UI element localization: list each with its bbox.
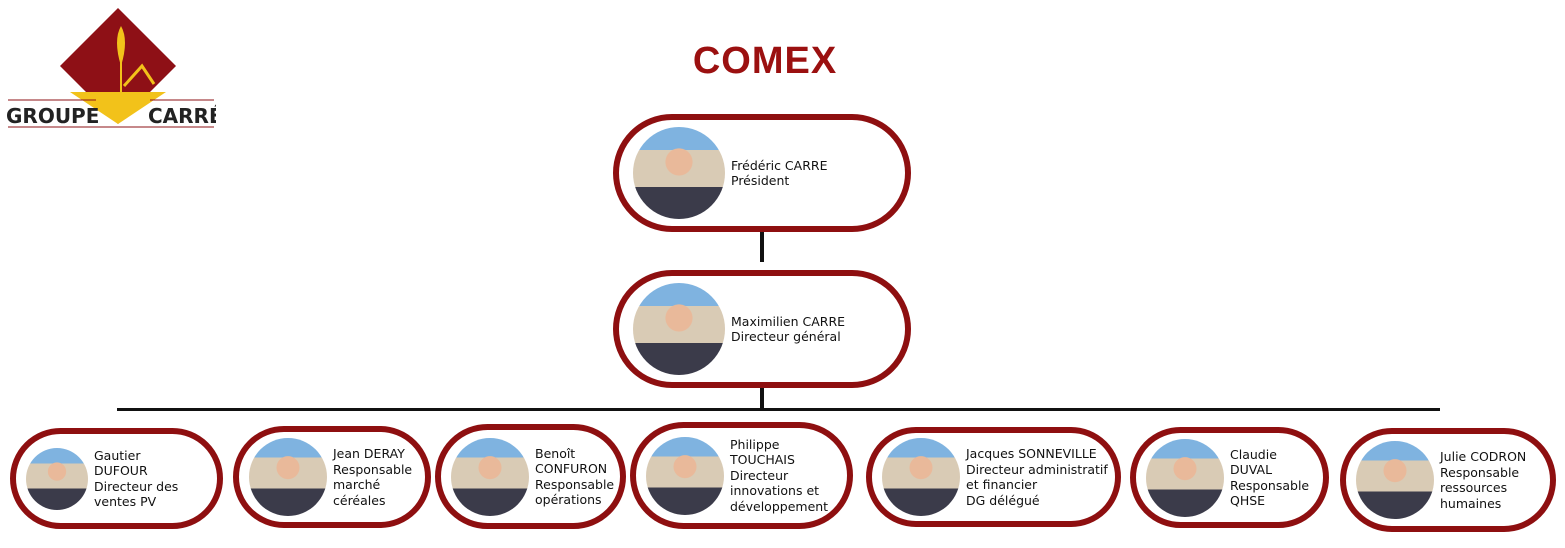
- person-photo: [26, 447, 88, 510]
- svg-text:GROUPE: GROUPE: [6, 104, 99, 128]
- person-text-line: Directeur général: [731, 329, 841, 344]
- person-photo: [633, 283, 725, 375]
- connector-line: [760, 386, 764, 410]
- person-text-line: céréales: [333, 492, 386, 508]
- person-photo: [646, 436, 724, 515]
- person-text-line: Responsable: [1230, 477, 1310, 493]
- person-text-line: Benoît: [535, 445, 576, 461]
- person-text-line: DUFOUR: [94, 463, 148, 478]
- person-photo: [1146, 438, 1224, 517]
- person-text-line: CONFURON: [535, 461, 608, 476]
- person-text-line: TOUCHAIS: [730, 452, 795, 468]
- person-text-line: DG délégué: [966, 492, 1040, 508]
- groupe-carre-logo: GROUPE CARRÉ: [4, 6, 223, 130]
- person-text-line: humaines: [1440, 495, 1502, 511]
- person-text-line: innovations et: [730, 483, 820, 499]
- person-text-line: Claudie: [1230, 446, 1277, 462]
- person-text-line: et financier: [966, 477, 1038, 492]
- person-text-line: opérations: [535, 492, 602, 507]
- person-photo: [633, 127, 725, 219]
- person-text-line: Directeur des: [94, 478, 179, 494]
- person-text-line: DUVAL: [1230, 462, 1273, 477]
- person-text-line: Directeur administratif: [966, 461, 1108, 477]
- page-title: COMEX: [692, 40, 838, 82]
- person-text-line: Responsable: [333, 461, 413, 477]
- person-text-line: Gautier: [94, 447, 141, 463]
- person-photo: [882, 438, 960, 516]
- person-text-line: Jacques SONNEVILLE: [966, 446, 1097, 461]
- person-text-line: Responsable: [1440, 464, 1520, 480]
- person-text-line: développement: [730, 498, 829, 514]
- connector-line: [760, 230, 764, 262]
- person-text-line: ventes PV: [94, 494, 157, 509]
- person-text-line: QHSE: [1230, 493, 1266, 508]
- person-text-line: Jean DERAY: [333, 446, 405, 461]
- svg-text:CARRÉ: CARRÉ: [148, 104, 216, 128]
- person-text-line: Directeur: [730, 467, 789, 483]
- person-text-line: ressources: [1440, 480, 1508, 495]
- person-text-line: Julie CODRON: [1440, 449, 1527, 464]
- person-text-line: Responsable: [535, 476, 615, 492]
- person-text-line: Président: [731, 173, 790, 188]
- person-photo: [451, 437, 529, 516]
- person-text-line: Philippe: [730, 436, 780, 452]
- person-photo: [249, 438, 327, 516]
- person-text-line: marché: [333, 477, 381, 492]
- connector-line: [117, 408, 1440, 411]
- person-photo: [1356, 441, 1434, 519]
- person-text-line: Maximilien CARRE: [731, 313, 846, 329]
- person-text-line: Frédéric CARRE: [731, 157, 828, 173]
